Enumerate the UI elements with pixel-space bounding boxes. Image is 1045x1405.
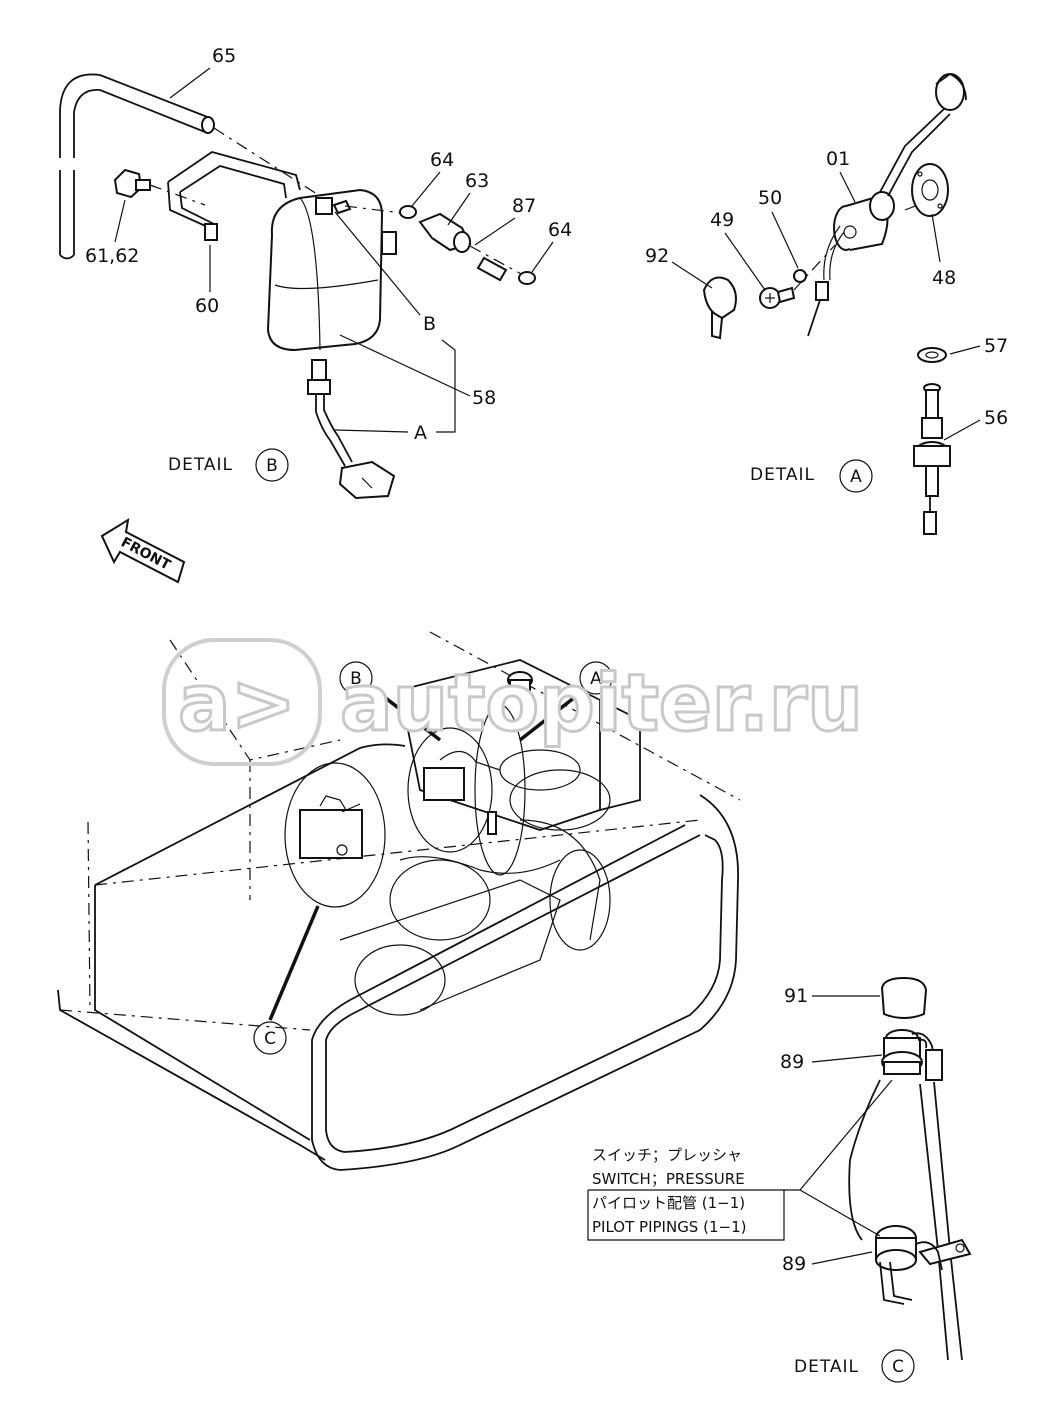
detail-a-group: 01 48 50 49 92 bbox=[645, 72, 1008, 535]
label-89-b: 89 bbox=[782, 1253, 806, 1275]
o-ring-part-57 bbox=[917, 347, 947, 363]
clamp-part-64-a bbox=[399, 205, 417, 219]
overview-letter-b: B bbox=[350, 669, 362, 689]
callout-pilot-jp: パイロット配管 (1−1) bbox=[592, 1194, 745, 1212]
fitting-part-63 bbox=[418, 212, 472, 253]
label-48: 48 bbox=[932, 267, 956, 289]
label-60: 60 bbox=[195, 295, 219, 317]
switch-part-89-lower bbox=[875, 1225, 972, 1305]
front-direction-arrow: FRONT bbox=[100, 517, 186, 584]
cap-part-91 bbox=[880, 976, 928, 1019]
overview-letter-c: C bbox=[264, 1029, 276, 1049]
switch-part-01 bbox=[823, 72, 967, 281]
detail-c-bubble bbox=[881, 1349, 915, 1383]
detail-c-group: 91 89 89 スイッチ；プレッシャ SWIT bbox=[587, 976, 972, 1383]
switch-part-89-upper bbox=[881, 1029, 943, 1081]
watermark-text: autopiter.ru bbox=[340, 659, 863, 749]
detail-b-highlight bbox=[407, 727, 493, 853]
label-64-b: 64 bbox=[548, 219, 572, 241]
detail-a-caption: DETAIL bbox=[750, 465, 815, 485]
detail-b-group: 65 61,62 60 58 bbox=[59, 45, 572, 500]
callout-switch-en: SWITCH；PRESSURE bbox=[592, 1170, 745, 1188]
detail-b-bubble bbox=[255, 448, 289, 482]
watermark: a> autopiter.ru bbox=[162, 638, 864, 766]
ref-letter-a: A bbox=[414, 422, 427, 444]
ref-letter-b: B bbox=[423, 313, 436, 335]
label-64-a: 64 bbox=[430, 149, 454, 171]
label-87: 87 bbox=[512, 195, 536, 217]
washer-part-50 bbox=[793, 269, 807, 283]
detail-c-caption: DETAIL bbox=[794, 1357, 859, 1377]
detail-a-letter: A bbox=[850, 467, 862, 487]
overview-letter-a: A bbox=[590, 669, 602, 689]
detail-b-caption: DETAIL bbox=[168, 455, 233, 475]
detail-c-highlight bbox=[284, 762, 386, 908]
detail-a-highlight bbox=[474, 704, 526, 876]
gasket-part-48 bbox=[911, 163, 949, 217]
label-56: 56 bbox=[984, 407, 1008, 429]
label-91: 91 bbox=[784, 985, 808, 1007]
callout-switch-jp: スイッチ；プレッシャ bbox=[592, 1146, 742, 1164]
screw-part-49 bbox=[759, 286, 796, 309]
detail-c-letter: C bbox=[892, 1357, 904, 1377]
bolt-part-61-62 bbox=[113, 168, 151, 199]
level-sensor-harness bbox=[307, 359, 396, 500]
label-58: 58 bbox=[472, 387, 496, 409]
label-57: 57 bbox=[984, 335, 1008, 357]
label-63: 63 bbox=[465, 170, 489, 192]
clamp-part-64-b bbox=[518, 271, 536, 285]
hose-piece-part-87 bbox=[476, 256, 508, 282]
label-89-a: 89 bbox=[780, 1051, 804, 1073]
label-01: 01 bbox=[826, 148, 850, 170]
detail-b-letter: B bbox=[266, 456, 278, 476]
detail-a-bubble bbox=[839, 459, 873, 493]
callout-pilot-en: PILOT PIPINGS (1−1) bbox=[592, 1218, 746, 1236]
machine-overview: B A C bbox=[57, 631, 741, 1171]
hose-part-65 bbox=[59, 73, 215, 260]
label-61-62: 61,62 bbox=[85, 245, 139, 267]
reservoir-tank-part-58 bbox=[266, 188, 397, 352]
label-50: 50 bbox=[758, 187, 782, 209]
watermark-logo: a> bbox=[178, 659, 296, 749]
pressure-switch-part-56 bbox=[913, 383, 951, 535]
label-49: 49 bbox=[710, 209, 734, 231]
bracket-part-60 bbox=[167, 151, 301, 241]
label-92: 92 bbox=[645, 245, 669, 267]
label-65: 65 bbox=[212, 45, 236, 67]
